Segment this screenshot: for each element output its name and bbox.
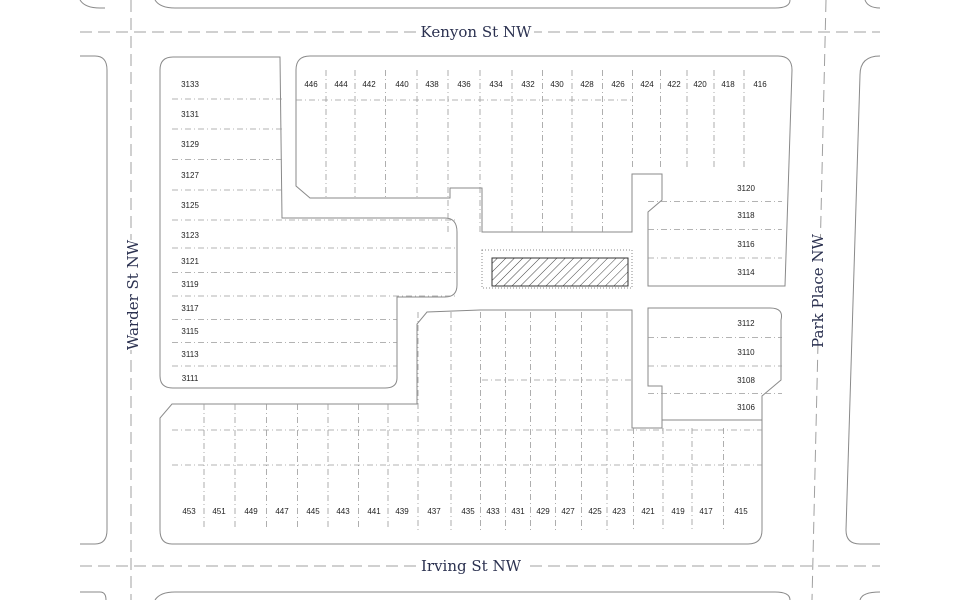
neighbor-block-bottom <box>154 591 791 600</box>
neighbor-block-top <box>154 0 791 9</box>
street-label-kenyon: Kenyon St NW <box>421 23 532 41</box>
lot-number-3125: 3125 <box>181 201 199 210</box>
lot-number-417: 417 <box>699 507 713 516</box>
lot-number-434: 434 <box>489 80 503 89</box>
neighbor-block-bottom-right <box>859 591 881 600</box>
lot-number-3110: 3110 <box>737 348 755 357</box>
neighbor-block-right <box>845 55 881 545</box>
lot-number-433: 433 <box>486 507 500 516</box>
lot-number-453: 453 <box>182 507 196 516</box>
lot-number-436: 436 <box>457 80 471 89</box>
lot-number-419: 419 <box>671 507 685 516</box>
lot-number-418: 418 <box>721 80 735 89</box>
lot-number-416: 416 <box>753 80 767 89</box>
lot-number-3108: 3108 <box>737 376 755 385</box>
lot-number-430: 430 <box>550 80 564 89</box>
lot-number-438: 438 <box>425 80 439 89</box>
lot-number-424: 424 <box>640 80 654 89</box>
lot-number-427: 427 <box>561 507 575 516</box>
lot-number-451: 451 <box>212 507 226 516</box>
lot-number-432: 432 <box>521 80 535 89</box>
lot-number-431: 431 <box>511 507 525 516</box>
lot-number-422: 422 <box>667 80 681 89</box>
lot-number-3120: 3120 <box>737 184 755 193</box>
lot-number-3106: 3106 <box>737 403 755 412</box>
lot-lines <box>172 70 782 530</box>
neighbor-block-top-left <box>79 0 105 9</box>
lot-number-425: 425 <box>588 507 602 516</box>
lot-number-3119: 3119 <box>181 280 199 289</box>
street-label-irving: Irving St NW <box>421 557 522 575</box>
lot-labels: 446 444 442 440 438 436 434 432 430 428 426 424 422 4… <box>181 80 767 516</box>
lot-number-449: 449 <box>244 507 258 516</box>
park-place-centerline <box>811 0 827 600</box>
hatched-building <box>491 257 629 287</box>
lot-number-3115: 3115 <box>181 327 199 336</box>
lot-number-415: 415 <box>734 507 748 516</box>
neighbor-block-top-right <box>864 0 881 9</box>
lot-number-437: 437 <box>427 507 441 516</box>
lot-number-3123: 3123 <box>181 231 199 240</box>
lot-number-446: 446 <box>304 80 318 89</box>
lot-number-439: 439 <box>395 507 409 516</box>
lot-number-423: 423 <box>612 507 626 516</box>
lot-number-3133: 3133 <box>181 80 199 89</box>
street-label-warder: Warder St NW <box>124 239 142 350</box>
lot-number-3121: 3121 <box>181 257 199 266</box>
lot-number-421: 421 <box>641 507 655 516</box>
lot-number-3117: 3117 <box>181 304 199 313</box>
lot-number-444: 444 <box>334 80 348 89</box>
lot-number-3114: 3114 <box>737 268 755 277</box>
lot-number-445: 445 <box>306 507 320 516</box>
neighbor-block-bottom-left <box>80 591 107 600</box>
block-outline-kenyon <box>295 55 793 287</box>
lot-number-441: 441 <box>367 507 381 516</box>
lot-number-3118: 3118 <box>737 211 755 220</box>
dotted-footprint-outline <box>481 249 633 289</box>
lot-number-3116: 3116 <box>737 240 755 249</box>
block-outline <box>159 56 458 389</box>
lot-number-428: 428 <box>580 80 594 89</box>
lot-number-3112: 3112 <box>737 319 755 328</box>
lot-number-429: 429 <box>536 507 550 516</box>
neighbor-block-left <box>80 55 108 545</box>
lot-number-440: 440 <box>395 80 409 89</box>
lot-number-435: 435 <box>461 507 475 516</box>
lot-number-442: 442 <box>362 80 376 89</box>
lot-number-447: 447 <box>275 507 289 516</box>
lot-number-3111: 3111 <box>182 374 199 383</box>
lot-number-3127: 3127 <box>181 171 199 180</box>
lot-number-426: 426 <box>611 80 625 89</box>
street-label-park-place: Park Place NW <box>809 234 827 348</box>
lot-number-3113: 3113 <box>181 350 199 359</box>
lot-number-420: 420 <box>693 80 707 89</box>
lot-number-443: 443 <box>336 507 350 516</box>
lot-number-3129: 3129 <box>181 140 199 149</box>
lot-number-3131: 3131 <box>181 110 199 119</box>
block-outline-irving <box>159 307 782 545</box>
